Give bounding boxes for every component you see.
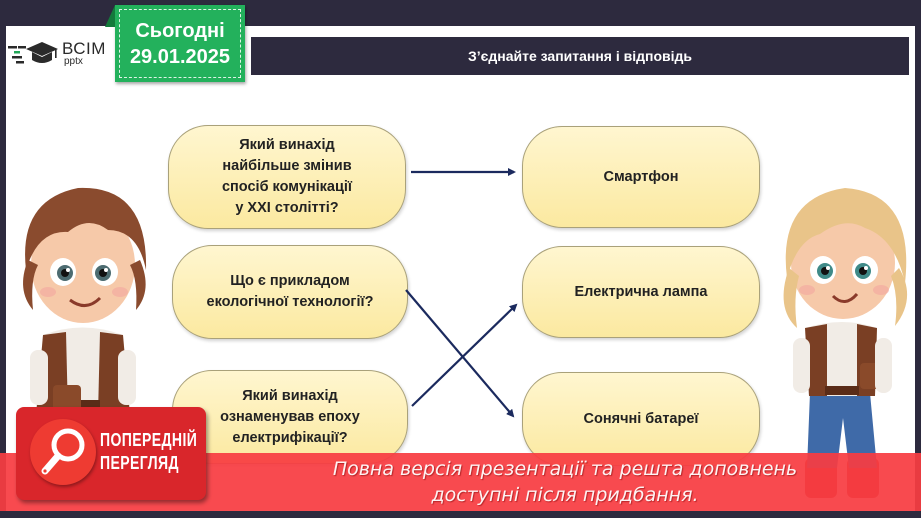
frame-bottom-border: [0, 511, 921, 518]
question-2-line-1: Що є прикладом: [230, 273, 350, 289]
promo-line-2: доступні після придбання.: [431, 484, 699, 506]
promo-message: Повна версія презентації та решта доповн…: [285, 456, 845, 508]
question-3-line-1: Який винахід: [242, 387, 338, 404]
slide-title: З’єднайте запитання і відповідь: [467, 48, 693, 64]
graduation-cap-icon: [8, 38, 60, 68]
preview-label-line-1: ПОПЕРЕДНІЙ: [100, 430, 198, 450]
vsim-logo: ВСІМ pptx: [8, 36, 108, 70]
answer-pill-2[interactable]: Електрична лампа: [522, 246, 760, 338]
question-2-line-2: екологічної технології?: [206, 294, 374, 310]
question-1-line-2: найбільше змінив: [222, 158, 352, 174]
slide-title-bar: З’єднайте запитання і відповідь: [250, 36, 910, 76]
answer-pill-3[interactable]: Сонячні батареї: [522, 372, 760, 466]
question-1-line-1: Який винахід: [239, 137, 335, 153]
logo-text: ВСІМ: [62, 38, 106, 58]
question-pill-1[interactable]: Який винахід найбільше змінив спосіб ком…: [168, 125, 406, 229]
date-value: 29.01.2025: [129, 45, 231, 68]
promo-line-1: Повна версія презентації та решта доповн…: [332, 458, 798, 480]
date-label: Сьогодні: [135, 19, 225, 42]
magnifier-icon: [30, 419, 96, 485]
preview-label-line-2: ПЕРЕГЛЯД: [100, 453, 179, 473]
answer-pill-1[interactable]: Смартфон: [522, 126, 760, 228]
preview-badge[interactable]: ПОПЕРЕДНІЙ ПЕРЕГЛЯД: [16, 407, 206, 500]
question-pill-2[interactable]: Що є прикладом екологічної технології?: [172, 245, 408, 339]
answer-2-text: Електрична лампа: [574, 283, 708, 300]
logo-subtext: pptx: [64, 55, 83, 67]
answer-3-text: Сонячні батареї: [583, 410, 699, 427]
question-pill-3[interactable]: Який винахід ознаменував епоху електрифі…: [172, 370, 408, 464]
question-3-line-3: електрифікації?: [232, 429, 348, 446]
answer-1-text: Смартфон: [603, 168, 679, 185]
date-badge: Сьогодні 29.01.2025: [105, 5, 245, 82]
question-3-line-2: ознаменував епоху: [220, 408, 360, 425]
question-1-line-3: спосіб комунікації: [221, 179, 353, 195]
question-1-line-4: у ХХІ столітті?: [235, 200, 339, 216]
